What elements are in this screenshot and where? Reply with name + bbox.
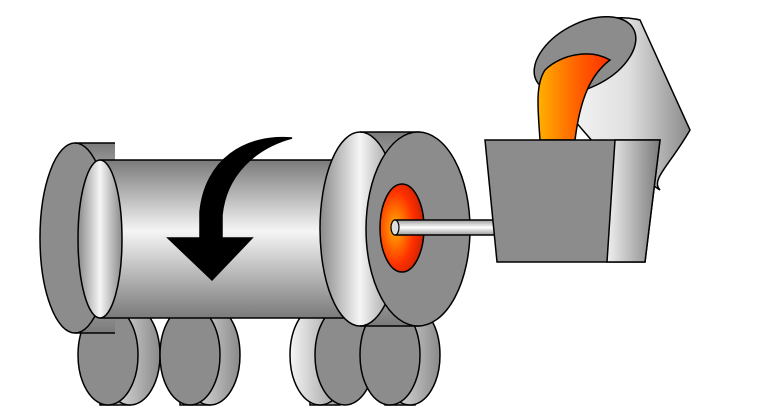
pouring-spout bbox=[390, 219, 498, 236]
rotating-mold bbox=[39, 131, 471, 334]
tundish bbox=[484, 139, 661, 263]
roller-right bbox=[289, 304, 441, 406]
rotation-arrow-icon bbox=[166, 136, 293, 282]
molten-metal-stream bbox=[537, 53, 612, 141]
support-rollers bbox=[77, 304, 441, 406]
